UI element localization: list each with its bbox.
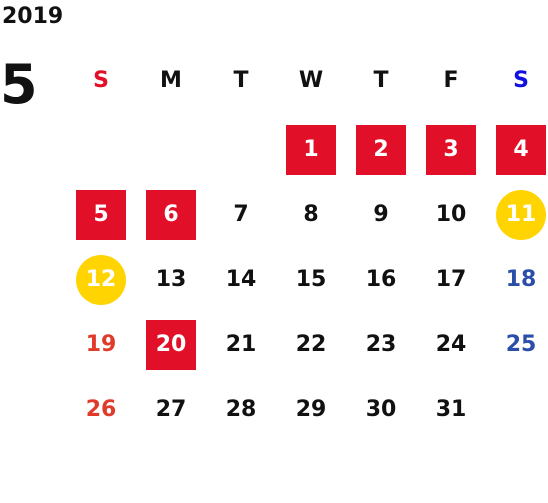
- weekday-monday: M: [160, 68, 182, 93]
- day-cell[interactable]: 11: [486, 187, 548, 243]
- day-number-15: 15: [295, 267, 327, 292]
- day-cell[interactable]: 1: [276, 122, 346, 178]
- day-number-11: 11: [496, 190, 546, 240]
- day-number-23: 23: [365, 332, 397, 357]
- day-number-6: 6: [146, 190, 196, 240]
- day-number-7: 7: [233, 202, 249, 227]
- day-number-3: 3: [426, 125, 476, 175]
- day-cell[interactable]: 30: [346, 382, 416, 438]
- day-cell[interactable]: 21: [206, 317, 276, 373]
- day-cell[interactable]: 14: [206, 252, 276, 308]
- day-number-19: 19: [85, 332, 117, 357]
- day-cell[interactable]: 16: [346, 252, 416, 308]
- day-number-16: 16: [365, 267, 397, 292]
- weekday-wednesday: W: [298, 68, 324, 93]
- day-cell[interactable]: 6: [136, 187, 206, 243]
- day-number-12: 12: [76, 255, 126, 305]
- day-cell[interactable]: 28: [206, 382, 276, 438]
- day-number-17: 17: [435, 267, 467, 292]
- day-cell[interactable]: 9: [346, 187, 416, 243]
- day-number-8: 8: [303, 202, 319, 227]
- day-cell[interactable]: 3: [416, 122, 486, 178]
- day-number-21: 21: [225, 332, 257, 357]
- day-cell[interactable]: 12: [66, 252, 136, 308]
- day-cell[interactable]: 5: [66, 187, 136, 243]
- day-cell[interactable]: 20: [136, 317, 206, 373]
- day-number-5: 5: [76, 190, 126, 240]
- day-number-27: 27: [155, 397, 187, 422]
- day-cell[interactable]: 22: [276, 317, 346, 373]
- day-cell[interactable]: 23: [346, 317, 416, 373]
- day-number-28: 28: [225, 397, 257, 422]
- day-cell[interactable]: 26: [66, 382, 136, 438]
- day-number-25: 25: [505, 332, 537, 357]
- day-number-18: 18: [505, 267, 537, 292]
- day-number-9: 9: [373, 202, 389, 227]
- day-cell[interactable]: 4: [486, 122, 548, 178]
- day-number-10: 10: [435, 202, 467, 227]
- weekday-tuesday: T: [233, 68, 249, 93]
- day-cell[interactable]: 27: [136, 382, 206, 438]
- day-number-1: 1: [286, 125, 336, 175]
- weekday-saturday: S: [513, 68, 529, 93]
- day-cell[interactable]: 29: [276, 382, 346, 438]
- weekday-thursday: T: [373, 68, 389, 93]
- day-number-20: 20: [146, 320, 196, 370]
- day-number-31: 31: [435, 397, 467, 422]
- day-cell[interactable]: 2: [346, 122, 416, 178]
- day-cell[interactable]: 18: [486, 252, 548, 308]
- day-number-2: 2: [356, 125, 406, 175]
- day-number-24: 24: [435, 332, 467, 357]
- day-cell[interactable]: 17: [416, 252, 486, 308]
- day-cell[interactable]: 7: [206, 187, 276, 243]
- day-cell[interactable]: 13: [136, 252, 206, 308]
- day-number-30: 30: [365, 397, 397, 422]
- day-cell[interactable]: 24: [416, 317, 486, 373]
- day-number-13: 13: [155, 267, 187, 292]
- day-cell[interactable]: 19: [66, 317, 136, 373]
- day-cell[interactable]: 15: [276, 252, 346, 308]
- day-cell[interactable]: 10: [416, 187, 486, 243]
- day-number-4: 4: [496, 125, 546, 175]
- day-number-14: 14: [225, 267, 257, 292]
- day-number-29: 29: [295, 397, 327, 422]
- day-number-26: 26: [85, 397, 117, 422]
- day-number-22: 22: [295, 332, 327, 357]
- weekday-sunday: S: [93, 68, 109, 93]
- day-cell[interactable]: 31: [416, 382, 486, 438]
- year-label: 2019: [2, 4, 64, 29]
- day-cell[interactable]: 25: [486, 317, 548, 373]
- month-number: 5: [0, 53, 38, 116]
- weekday-friday: F: [443, 68, 459, 93]
- day-cell[interactable]: 8: [276, 187, 346, 243]
